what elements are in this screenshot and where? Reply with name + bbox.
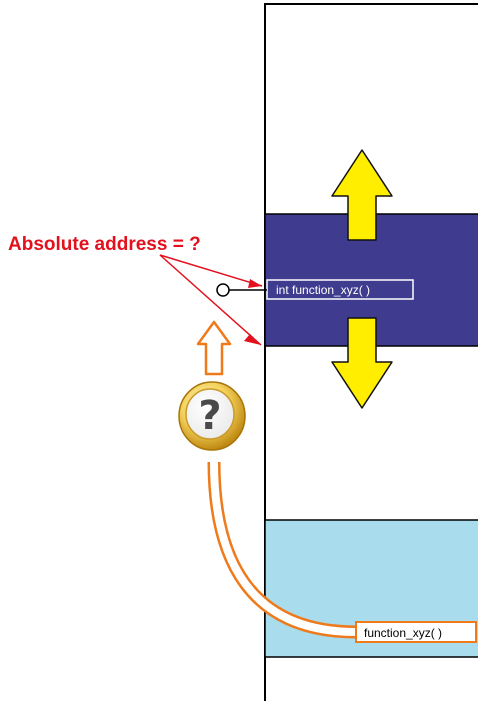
yellow-down-arrow-icon: [331, 317, 393, 409]
absolute-address-label: Absolute address = ?: [8, 234, 201, 255]
function-declaration-label: int function_xyz( ): [276, 283, 370, 297]
pointer-circle-icon: [216, 283, 230, 297]
red-annotation-arrows: [159, 254, 263, 346]
function-call-label-box: [355, 621, 477, 643]
function-call-label: function_xyz( ): [364, 626, 442, 640]
question-coin-icon: ?: [178, 381, 246, 451]
orange-hollow-curved-arrow-icon: [207, 461, 357, 639]
yellow-up-arrow-icon: [331, 149, 393, 241]
coin-question-mark: ?: [198, 393, 221, 439]
orange-hollow-up-arrow-icon: [196, 320, 232, 376]
